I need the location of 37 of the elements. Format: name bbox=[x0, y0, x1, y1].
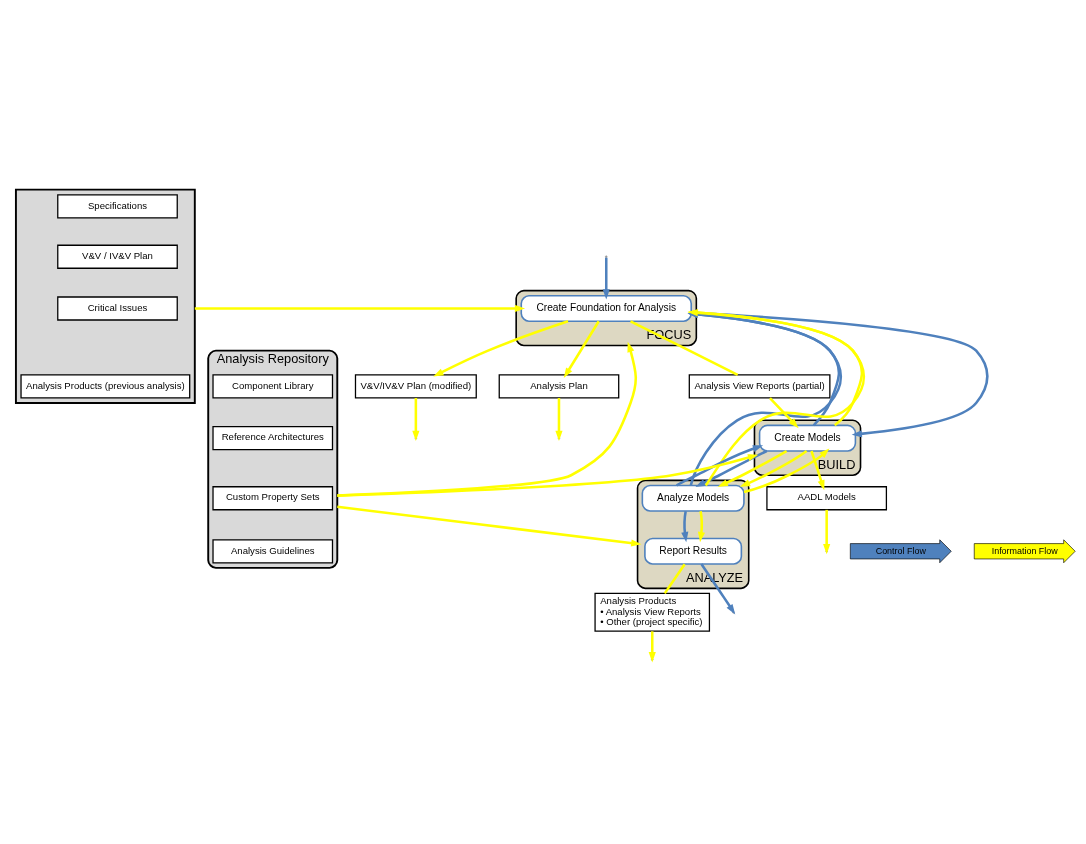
node-box: V&V / IV&V Plan bbox=[57, 244, 178, 269]
legend-label: Information Flow bbox=[991, 545, 1058, 556]
node-box: Analysis Plan bbox=[498, 373, 620, 399]
node-box: Component Library bbox=[212, 373, 334, 399]
arrow bbox=[337, 453, 759, 497]
node-box: Critical Issues bbox=[57, 295, 178, 321]
node-box: Analysis Products (previous analysis) bbox=[20, 373, 191, 399]
arrow bbox=[739, 449, 808, 487]
node-box: AADL Models bbox=[766, 485, 888, 510]
node-box: Create Models bbox=[758, 424, 857, 452]
node-box: V&V/IV&V Plan (modified) bbox=[354, 373, 477, 399]
node-box: Analysis Guidelines bbox=[212, 538, 334, 563]
connector bbox=[663, 563, 686, 594]
arrow bbox=[563, 320, 600, 378]
arrow bbox=[337, 505, 642, 547]
node-box: Analyze Models bbox=[641, 484, 745, 512]
arrow bbox=[602, 257, 610, 300]
arrow bbox=[695, 449, 768, 487]
node-box: Specifications bbox=[57, 193, 178, 218]
arrow bbox=[769, 396, 799, 428]
node-box: Analysis View Reports (partial) bbox=[688, 373, 831, 399]
arrow bbox=[743, 447, 830, 493]
connector bbox=[629, 319, 739, 376]
node-box: Create Foundation for Analysis bbox=[520, 294, 692, 322]
arrow bbox=[810, 450, 825, 490]
arrow bbox=[717, 449, 788, 487]
node-box: Reference Architectures bbox=[212, 425, 334, 450]
node-box: Custom Property Sets bbox=[212, 485, 334, 510]
arrow bbox=[681, 510, 689, 542]
arrow bbox=[194, 304, 526, 312]
arrow bbox=[697, 510, 706, 542]
node-box: Report Results bbox=[644, 537, 743, 565]
legend-label: Control Flow bbox=[875, 545, 926, 556]
node-box: Analysis Products • Analysis View Reports • Other (project specific) bbox=[594, 592, 711, 632]
arrow bbox=[676, 444, 764, 486]
cluster bbox=[14, 188, 196, 404]
arrow bbox=[433, 319, 569, 377]
